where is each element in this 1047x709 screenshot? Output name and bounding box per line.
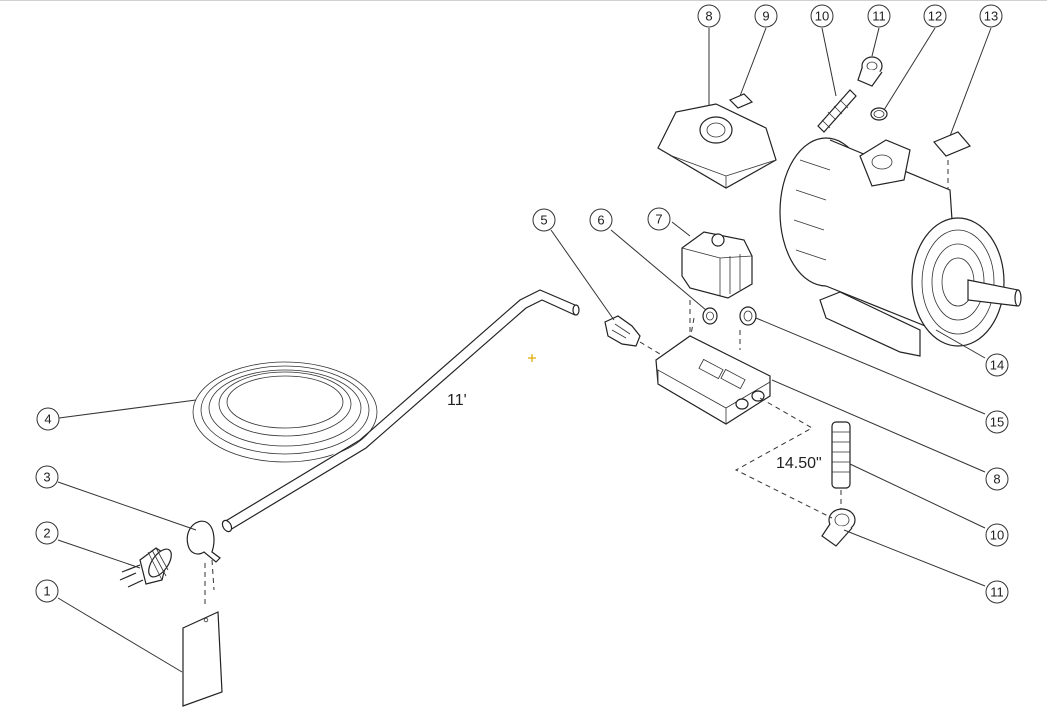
crosshair-marker — [528, 354, 536, 362]
callout-13: 13 — [979, 4, 1003, 28]
part-switch-cover — [657, 103, 777, 189]
part-elbow-fitting-top — [857, 56, 883, 87]
top-border — [0, 0, 1047, 1]
part-tag — [182, 560, 223, 707]
callout-11-bottom: 11 — [985, 580, 1009, 604]
svg-text:12: 12 — [928, 9, 942, 24]
svg-text:1: 1 — [43, 584, 50, 599]
callout-7: 7 — [647, 207, 671, 231]
callout-2: 2 — [35, 521, 59, 545]
callout-3: 3 — [35, 465, 59, 489]
svg-text:8: 8 — [705, 9, 712, 24]
part-o-ring — [870, 107, 888, 121]
part-washer — [739, 306, 757, 350]
svg-text:5: 5 — [540, 213, 547, 228]
callout-1: 1 — [35, 579, 59, 603]
part-motor — [779, 137, 1022, 357]
svg-text:8: 8 — [993, 472, 1000, 487]
svg-text:2: 2 — [43, 526, 50, 541]
svg-text:7: 7 — [655, 212, 662, 227]
part-strain-relief-top — [817, 89, 857, 133]
part-plug — [119, 547, 172, 588]
part-strain-relief-bottom — [831, 421, 851, 510]
part-power-cord — [192, 289, 580, 533]
part-locknut — [689, 307, 718, 341]
callout-10-top: 10 — [810, 4, 834, 28]
part-switch-box — [655, 335, 771, 425]
svg-text:9: 9 — [762, 9, 769, 24]
callout-11-top: 11 — [867, 4, 891, 28]
callout-12: 12 — [923, 4, 947, 28]
svg-text:3: 3 — [43, 470, 50, 485]
svg-text:10: 10 — [815, 9, 829, 24]
svg-text:10: 10 — [990, 528, 1004, 543]
part-elbow-fitting-bottom — [821, 508, 856, 547]
callout-6: 6 — [589, 208, 613, 232]
part-small-label — [728, 93, 754, 109]
callout-9: 9 — [754, 4, 778, 28]
svg-text:15: 15 — [990, 415, 1004, 430]
svg-text:13: 13 — [984, 9, 998, 24]
part-cable-clamp — [186, 520, 221, 591]
callout-14: 14 — [985, 353, 1009, 377]
leader-lines — [57, 27, 992, 673]
svg-text:11: 11 — [872, 9, 886, 24]
svg-text:14: 14 — [990, 358, 1004, 373]
callout-4: 4 — [36, 407, 60, 431]
part-cord-connector — [604, 315, 661, 355]
part-switch — [681, 231, 753, 340]
callout-15: 15 — [985, 410, 1009, 434]
callout-8-bottom: 8 — [985, 467, 1009, 491]
callout-8-top: 8 — [697, 4, 721, 28]
callout-5: 5 — [532, 208, 556, 232]
cord-length-label: 11' — [447, 392, 467, 409]
svg-text:11: 11 — [990, 585, 1004, 600]
callout-10-bottom: 10 — [985, 523, 1009, 547]
drop-length-label: 14.50" — [776, 455, 822, 472]
dimension-lines — [734, 397, 833, 519]
svg-text:6: 6 — [597, 213, 604, 228]
svg-text:4: 4 — [44, 412, 51, 427]
